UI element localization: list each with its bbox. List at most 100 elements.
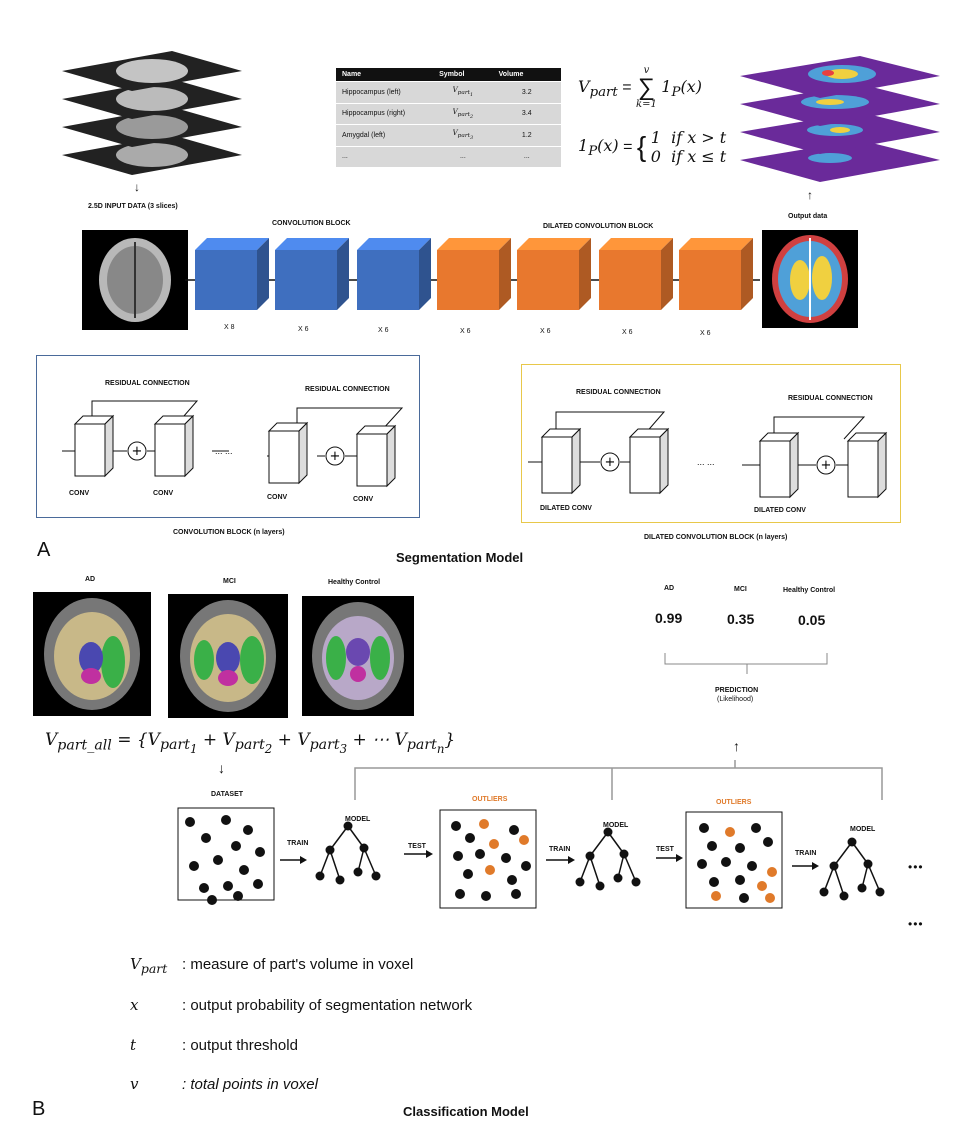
tree-edge [329, 825, 349, 851]
conv-block-cube [357, 238, 431, 310]
model-label: MODEL [603, 822, 629, 829]
dilated-detail-caption: DILATED CONVOLUTION BLOCK (n layers) [644, 534, 788, 541]
output-slice [740, 84, 940, 126]
outlier-point [489, 839, 499, 849]
control-brain-image [302, 596, 414, 716]
table-row: Hippocampus (right) Vpart2 3.4 [336, 102, 561, 125]
prediction-value-ad: 0.99 [655, 610, 683, 626]
svg-text:+: + [132, 444, 143, 459]
outlier-point [519, 835, 529, 845]
input-label: 2.5D INPUT DATA (3 slices) [88, 203, 178, 210]
legend-text: : measure of part's volume in voxel [182, 956, 414, 973]
add-icon: + [325, 446, 345, 466]
svg-text:+: + [605, 455, 616, 470]
segmentation-caption: Segmentation Model [396, 550, 524, 565]
mci-brain-image [168, 594, 288, 718]
tree-edge [623, 853, 637, 883]
outlier-point [725, 827, 735, 837]
outliers-label: OUTLIERS [472, 796, 508, 803]
add-icon: + [600, 452, 620, 472]
data-point [721, 857, 731, 867]
data-point [221, 815, 231, 825]
tree-node [335, 875, 345, 885]
tree-node [371, 871, 381, 881]
multiplier-label: X 6 [700, 330, 711, 337]
table-row: Hippocampus (left) Vpart1 3.2 [336, 81, 561, 104]
tree-node [315, 871, 325, 881]
dilated-conv-cube [846, 431, 888, 499]
data-point [475, 849, 485, 859]
output-slice [740, 140, 940, 182]
mri-slice [62, 51, 242, 91]
conv-label: CONV [69, 490, 90, 497]
multiplier-label: X 6 [378, 327, 389, 334]
table-cell-volume: 3.2 [492, 81, 561, 104]
tree-node [353, 867, 363, 877]
prediction-bracket [664, 653, 828, 674]
svg-text:+: + [821, 458, 832, 473]
data-point [465, 833, 475, 843]
conv-block-cube [195, 238, 269, 310]
tree-edge [607, 831, 625, 855]
data-point [709, 877, 719, 887]
data-point [451, 821, 461, 831]
conv-block-cube [275, 238, 349, 310]
data-point [751, 823, 761, 833]
tree-edge [363, 847, 377, 877]
model-label: MODEL [345, 816, 371, 823]
table-cell-volume: 3.4 [492, 102, 561, 125]
tree-node [613, 873, 623, 883]
mri-slice [62, 107, 242, 147]
outlier-point [757, 881, 767, 891]
table-cell-symbol: Vpart3 [433, 124, 493, 147]
mri-slice [62, 135, 242, 175]
data-point [747, 861, 757, 871]
classification-caption: Classification Model [403, 1104, 529, 1119]
tree-node [863, 859, 873, 869]
data-point [697, 859, 707, 869]
data-point [233, 891, 243, 901]
table-row: Amygdal (left) Vpart3 1.2 [336, 124, 561, 147]
down-arrow: ↓ [134, 180, 140, 194]
conv-label: CONV [353, 496, 374, 503]
prediction-class-label: Healthy Control [783, 587, 836, 594]
tree-node [325, 845, 335, 855]
data-point [735, 875, 745, 885]
table-cell-volume: 1.2 [492, 124, 561, 147]
data-point [763, 837, 773, 847]
table-cell-name: ... [336, 145, 434, 167]
legend-text: : total points in voxel [182, 1076, 318, 1093]
legend-symbol: v [130, 1075, 139, 1093]
data-point [223, 881, 233, 891]
table-cell-volume: ... [492, 145, 561, 167]
conv-cube [267, 421, 309, 485]
tree-node [847, 837, 857, 847]
ad-brain-image [33, 592, 151, 716]
ellipsis: ... ... [697, 457, 715, 467]
conv-detail-caption: CONVOLUTION BLOCK (n layers) [173, 529, 285, 536]
data-point [735, 843, 745, 853]
tree-edge [329, 849, 341, 881]
conv-cube [153, 414, 195, 478]
table-cell-name: Hippocampus (right) [336, 102, 434, 125]
output-volume-stack [740, 56, 940, 182]
tree-node [619, 849, 629, 859]
data-point [699, 823, 709, 833]
tree-node [857, 883, 867, 893]
conv-block-detail: + + RESIDUAL CONNECTION RESIDUAL CONNECT… [36, 355, 420, 518]
prediction-subtitle: (Likelihood) [717, 696, 754, 703]
legend-row: v : total points in voxel [130, 1075, 318, 1093]
dilated-block-cube [599, 238, 673, 310]
tree-edge [851, 841, 869, 865]
model-label: MODEL [850, 826, 876, 833]
ellipsis: ••• [908, 860, 924, 874]
legend-symbol: t [130, 1036, 137, 1054]
up-arrow: ↑ [807, 188, 813, 202]
outlier-point [767, 867, 777, 877]
tree-edge [833, 841, 853, 867]
legend-text: : output threshold [182, 1037, 298, 1054]
legend-symbol: x [130, 996, 139, 1014]
dilated-conv-cube [758, 431, 800, 499]
tree-edge [867, 863, 881, 893]
